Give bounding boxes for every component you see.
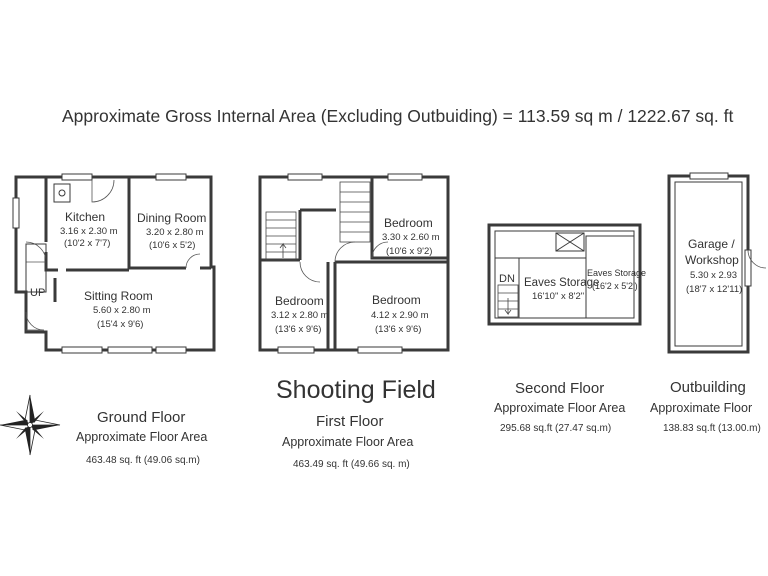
- bedroom-top-name: Bedroom: [384, 216, 433, 230]
- garage-metric: 5.30 x 2.93: [690, 270, 737, 281]
- first-floor-area: 463.49 sq. ft (49.66 sq. m): [293, 459, 410, 470]
- ground-floor-plan: [12, 173, 216, 354]
- garage-line1: Garage /: [688, 237, 735, 251]
- sitting-room-metric: 5.60 x 2.80 m: [93, 305, 151, 316]
- sitting-room-name: Sitting Room: [84, 289, 153, 303]
- bedroom-top-imperial: (10'6 x 9'2): [386, 246, 432, 257]
- kitchen-name: Kitchen: [65, 210, 105, 224]
- compass-rose-icon: [0, 394, 61, 456]
- kitchen-imperial: (10'2 x 7'7): [64, 238, 110, 249]
- bedroom-right-imperial: (13'6 x 9'6): [375, 324, 421, 335]
- kitchen-metric: 3.16 x 2.30 m: [60, 226, 118, 237]
- property-title: Shooting Field: [276, 376, 436, 404]
- bedroom-right-name: Bedroom: [372, 293, 421, 307]
- bedroom-left-name: Bedroom: [275, 294, 324, 308]
- ground-up-label: UP: [30, 287, 45, 299]
- bedroom-top-metric: 3.30 x 2.60 m: [382, 232, 440, 243]
- eaves-main-name: Eaves Storage: [524, 277, 599, 289]
- bedroom-left-metric: 3.12 x 2.80 m: [271, 310, 329, 321]
- second-floor-title: Second Floor: [515, 380, 604, 397]
- gross-area-title: Approximate Gross Internal Area (Excludi…: [62, 106, 734, 126]
- garage-line2: Workshop: [685, 253, 739, 267]
- second-floor-subtitle: Approximate Floor Area: [494, 401, 625, 415]
- second-floor-area: 295.68 sq.ft (27.47 sq.m): [500, 423, 611, 434]
- sitting-room-imperial: (15'4 x 9'6): [97, 319, 143, 330]
- eaves-main-size: 16'10" x 8'2": [532, 291, 584, 302]
- second-floor-plan: [487, 223, 642, 326]
- first-floor-plan: [258, 173, 450, 354]
- ground-floor-subtitle: Approximate Floor Area: [76, 430, 207, 444]
- outbuilding-subtitle: Approximate Floor: [650, 401, 752, 415]
- garage-imperial: (18'7 x 12'11): [686, 284, 742, 295]
- bedroom-left-imperial: (13'6 x 9'6): [275, 324, 321, 335]
- first-floor-subtitle: Approximate Floor Area: [282, 435, 413, 449]
- ground-floor-area: 463.48 sq. ft (49.06 sq.m): [86, 455, 200, 466]
- ground-floor-title: Ground Floor: [97, 409, 185, 426]
- outbuilding-plan: [667, 172, 767, 354]
- second-dn-label: DN: [499, 273, 515, 285]
- outbuilding-title: Outbuilding: [670, 379, 746, 396]
- dining-room-imperial: (10'6 x 5'2): [149, 240, 195, 251]
- outbuilding-area: 138.83 sq.ft (13.00.m): [663, 423, 761, 434]
- eaves-small-name: Eaves Storage: [587, 268, 646, 278]
- dining-room-metric: 3.20 x 2.80 m: [146, 227, 204, 238]
- bedroom-right-metric: 4.12 x 2.90 m: [371, 310, 429, 321]
- first-floor-title: First Floor: [316, 413, 384, 430]
- dining-room-name: Dining Room: [137, 211, 206, 225]
- eaves-small-size: (16'2 x 5'2'): [592, 281, 638, 291]
